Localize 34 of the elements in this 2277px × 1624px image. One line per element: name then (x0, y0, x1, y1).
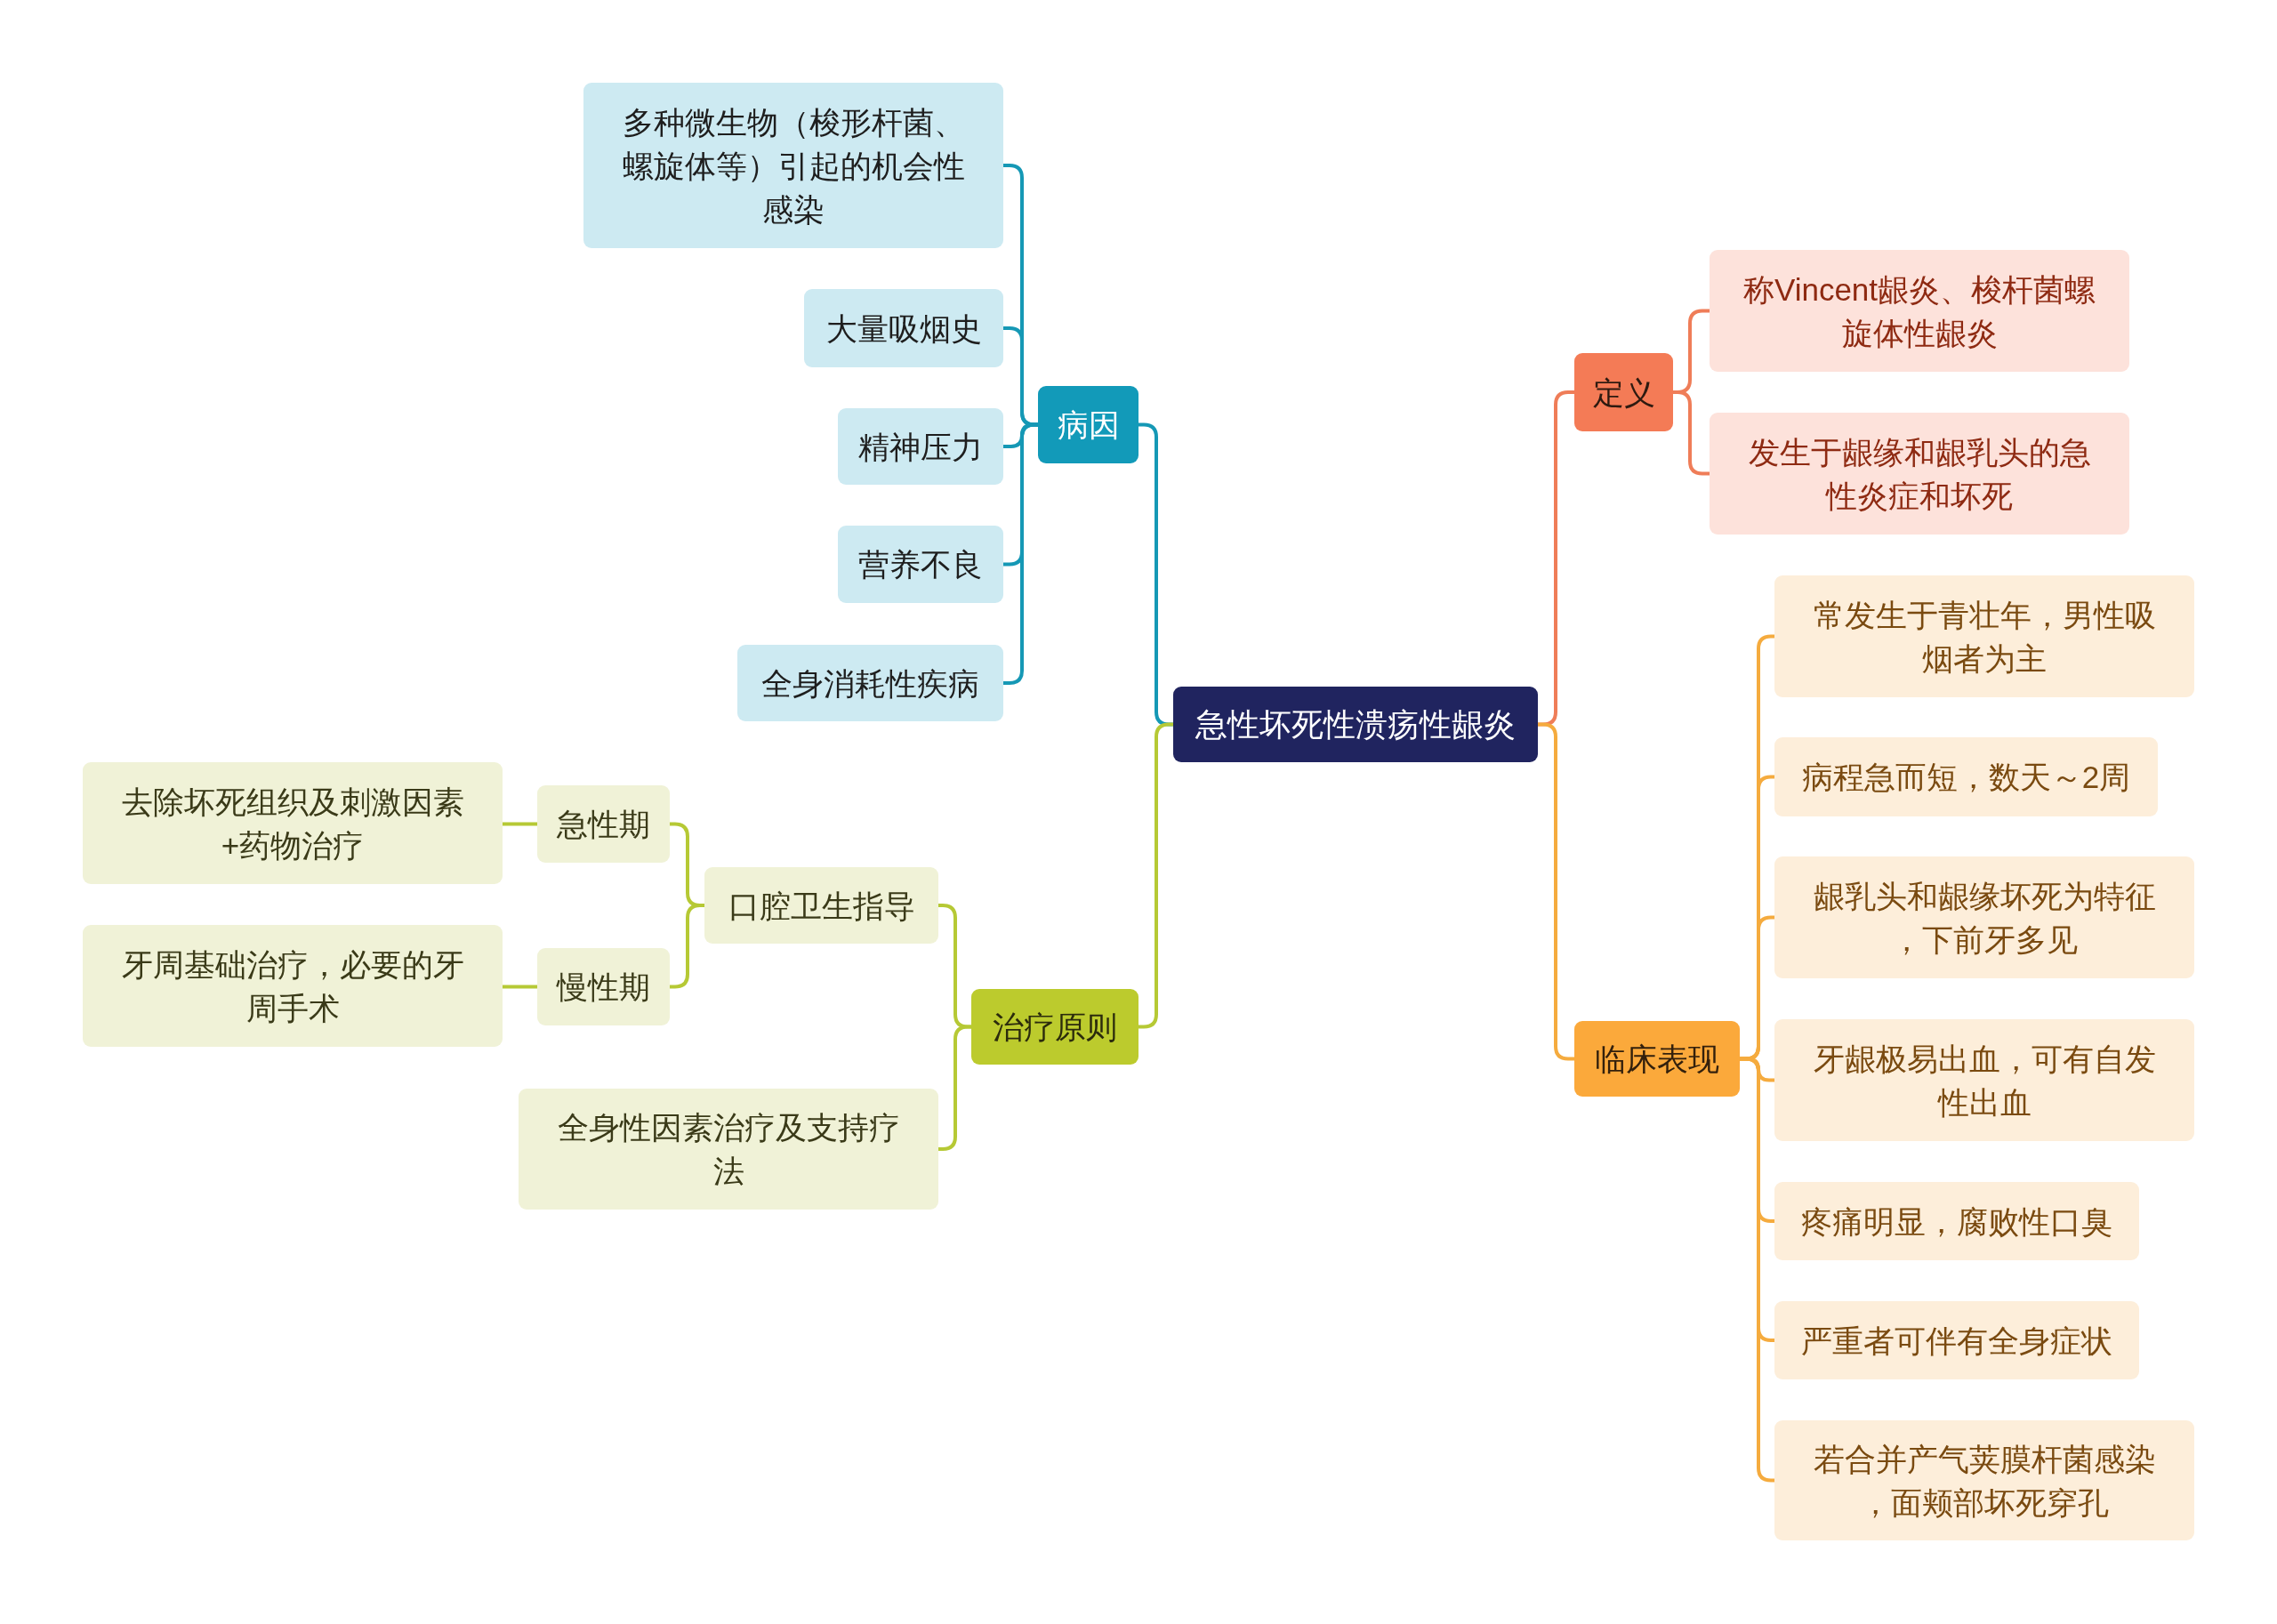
connector-line (1138, 722, 1173, 1029)
subtopic-box: 全身性因素治疗及支持疗法 (519, 1089, 938, 1210)
subtopic-box: 龈乳头和龈缘坏死为特征，下前牙多见 (1774, 856, 2194, 978)
branch-topic-box: 病因 (1038, 386, 1138, 463)
subtopic-box: 严重者可伴有全身症状 (1774, 1301, 2139, 1379)
subtopic-box: 精神压力 (838, 408, 1003, 485)
subtopic-box: 发生于龈缘和龈乳头的急性炎症和坏死 (1710, 413, 2129, 535)
central-topic-box: 急性坏死性溃疡性龈炎 (1173, 687, 1538, 762)
subtopic-box: 口腔卫生指导 (704, 867, 938, 944)
connector-line (1538, 722, 1574, 1061)
connector-line (1740, 1057, 1775, 1483)
subtopic-box: 牙周基础治疗，必要的牙周手术 (83, 925, 503, 1047)
connector-line (938, 1025, 971, 1151)
subtopic-box: 去除坏死组织及刺激因素+药物治疗 (83, 762, 503, 884)
subtopic-box: 病程急而短，数天～2周 (1774, 737, 2158, 816)
branch-topic-box: 定义 (1574, 353, 1673, 431)
branch-topic-box: 临床表现 (1574, 1021, 1740, 1097)
subtopic-box: 常发生于青壮年，男性吸烟者为主 (1774, 575, 2194, 697)
connector-line (1003, 422, 1038, 685)
connector-line (503, 822, 537, 826)
subtopic-box: 若合并产气荚膜杆菌感染，面颊部坏死穿孔 (1774, 1420, 2194, 1540)
branch-topic-box: 治疗原则 (971, 989, 1138, 1065)
connector-line (1673, 390, 1710, 476)
subtopic-box: 大量吸烟史 (804, 289, 1003, 367)
connector-line (670, 904, 704, 989)
subtopic-box: 称Vincent龈炎、梭杆菌螺旋体性龈炎 (1710, 250, 2129, 372)
subtopic-box: 疼痛明显，腐败性口臭 (1774, 1182, 2139, 1260)
subtopic-box: 营养不良 (838, 526, 1003, 603)
subtopic-box: 多种微生物（梭形杆菌、螺旋体等）引起的机会性感染 (583, 83, 1003, 248)
subtopic-box: 全身消耗性疾病 (737, 645, 1003, 721)
subtopic-box: 急性期 (537, 785, 670, 863)
subtopic-box: 牙龈极易出血，可有自发性出血 (1774, 1019, 2194, 1141)
subtopic-box: 慢性期 (537, 948, 670, 1025)
connector-line (503, 985, 537, 989)
